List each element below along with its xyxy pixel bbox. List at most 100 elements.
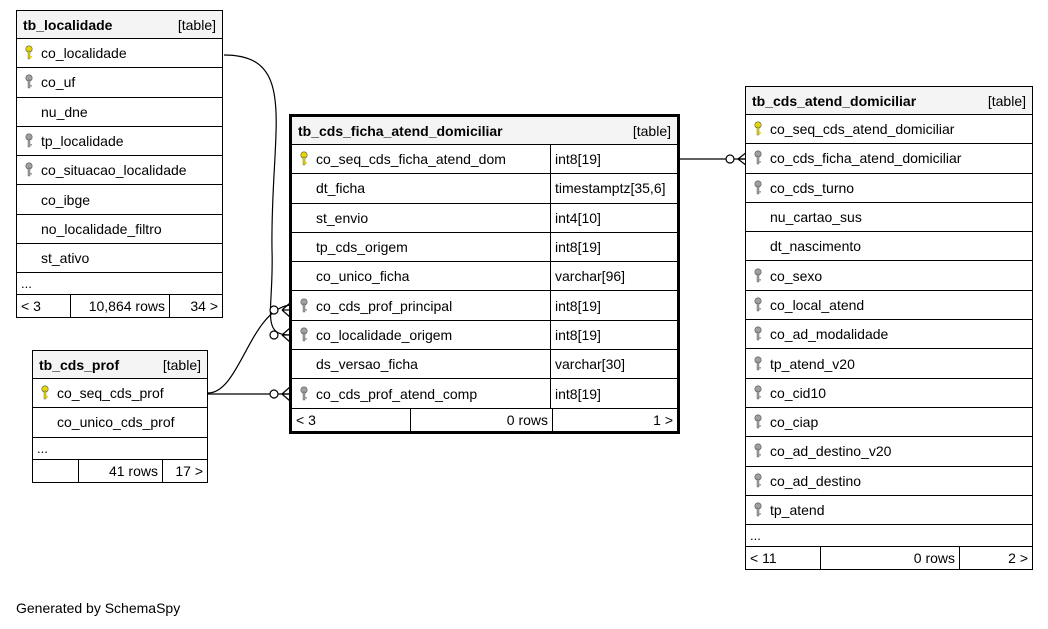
column-row[interactable]: co_ad_destino	[746, 467, 1032, 496]
column-name: co_cds_turno	[770, 179, 855, 196]
column-name: dt_ficha	[316, 180, 366, 197]
column-row[interactable]: no_localidade_filtro	[17, 215, 222, 245]
column-name: co_cds_prof_principal	[316, 297, 453, 314]
column-type: int8[19]	[550, 291, 677, 320]
column-row[interactable]: st_ativo	[17, 244, 222, 274]
table-tb-cds-prof[interactable]: tb_cds_prof [table] co_seq_cds_prof co_unic…	[32, 350, 208, 483]
foreign-key-icon	[746, 356, 770, 372]
column-type: varchar[30]	[550, 350, 677, 379]
column-name: co_cds_ficha_atend_domiciliar	[770, 150, 962, 167]
foreign-key-icon	[292, 327, 316, 343]
table-kind: [table]	[177, 16, 216, 33]
foreign-key-icon	[746, 473, 770, 489]
column-row[interactable]: co_localidade	[17, 39, 222, 69]
table-name: tb_cds_atend_domiciliar	[752, 92, 917, 109]
column-row[interactable]: nu_dne	[17, 98, 222, 127]
row-count: 10,864 rows	[71, 295, 170, 318]
foreign-key-icon	[746, 414, 770, 430]
table-header[interactable]: tb_cds_atend_domiciliar[table]	[746, 87, 1032, 115]
column-row[interactable]: nu_cartao_sus	[746, 203, 1032, 233]
column-name: co_unico_ficha	[316, 268, 410, 285]
foreign-key-icon	[746, 180, 770, 196]
children-link[interactable]: 1 >	[653, 411, 673, 428]
column-row[interactable]: co_cds_turno	[746, 174, 1032, 203]
parents-link[interactable]	[33, 459, 79, 482]
column-row[interactable]: co_local_atend	[746, 291, 1032, 321]
column-row[interactable]: dt_nascimento	[746, 232, 1032, 262]
column-row[interactable]: co_ibge	[17, 185, 222, 215]
primary-key-icon	[292, 151, 316, 167]
column-name: co_situacao_localidade	[41, 162, 187, 179]
table-header[interactable]: tb_cds_ficha_atend_domiciliar[table]	[292, 117, 677, 145]
column-row[interactable]: tp_atend	[746, 496, 1032, 526]
column-row[interactable]: tp_atend_v20	[746, 349, 1032, 379]
table-name: tb_cds_prof	[39, 356, 120, 373]
column-row[interactable]: co_seq_cds_prof	[33, 379, 207, 409]
column-row[interactable]: co_ad_modalidade	[746, 320, 1032, 350]
column-name: tp_localidade	[41, 133, 124, 150]
children-link[interactable]: 2 >	[1008, 550, 1028, 567]
column-row[interactable]: co_unico_ficha varchar[96]	[292, 262, 677, 292]
column-name: dt_nascimento	[770, 238, 862, 255]
column-name: co_cid10	[770, 384, 827, 401]
foreign-key-icon	[746, 443, 770, 459]
row-count: 0 rows	[411, 408, 553, 431]
parents-link[interactable]: < 3	[17, 295, 71, 318]
column-name: co_uf	[41, 74, 76, 91]
column-row[interactable]: co_situacao_localidade	[17, 156, 222, 186]
column-row[interactable]: co_sexo	[746, 261, 1032, 291]
column-name: tp_atend	[770, 502, 825, 518]
column-row[interactable]: tp_localidade	[17, 127, 222, 157]
column-name: co_ad_destino	[770, 472, 862, 489]
column-name: tp_atend_v20	[770, 355, 855, 372]
foreign-key-icon	[746, 326, 770, 342]
column-name: co_localidade	[41, 45, 127, 62]
column-row[interactable]: co_cds_ficha_atend_domiciliar	[746, 144, 1032, 174]
column-name: st_envio	[316, 209, 369, 226]
column-row[interactable]: co_seq_cds_atend_domiciliar	[746, 115, 1032, 145]
more-columns[interactable]: ...	[33, 438, 207, 460]
generated-by-credit: Generated by SchemaSpy	[16, 600, 181, 616]
column-row[interactable]: co_ad_destino_v20	[746, 437, 1032, 467]
crowfoot-markers	[269, 151, 748, 402]
primary-key-icon	[746, 121, 770, 137]
column-name: co_local_atend	[770, 296, 865, 313]
column-name: co_sexo	[770, 267, 823, 284]
column-name: co_seq_cds_prof	[57, 385, 164, 402]
table-tb-cds-atend-domiciliar[interactable]: tb_cds_atend_domiciliar[table]co_seq_cds…	[745, 86, 1033, 571]
column-type: varchar[96]	[550, 262, 677, 291]
table-header[interactable]: tb_localidade[table]	[17, 11, 222, 39]
column-row[interactable]: co_ciap	[746, 408, 1032, 438]
parents-link[interactable]: < 3	[292, 408, 411, 431]
column-row[interactable]: co_uf	[17, 68, 222, 98]
column-name: co_cds_prof_atend_comp	[316, 385, 478, 402]
more-columns[interactable]: ...	[17, 273, 222, 296]
children-link[interactable]: 17 >	[175, 462, 203, 479]
parents-link[interactable]: < 11	[746, 547, 821, 570]
foreign-key-icon	[17, 133, 41, 149]
column-row[interactable]: co_cds_prof_principal int8[19]	[292, 291, 677, 321]
column-name: co_unico_cds_prof	[57, 414, 175, 431]
column-name: tp_cds_origem	[316, 239, 408, 256]
more-columns[interactable]: ...	[746, 525, 1032, 548]
table-kind: [table]	[632, 122, 671, 139]
table-header[interactable]: tb_cds_prof [table]	[33, 351, 207, 379]
table-tb-cds-ficha-atend-domiciliar[interactable]: tb_cds_ficha_atend_domiciliar[table]co_s…	[289, 114, 680, 434]
table-kind: [table]	[162, 356, 201, 373]
column-row[interactable]: co_unico_cds_prof	[33, 408, 207, 438]
foreign-key-icon	[746, 385, 770, 401]
column-row[interactable]: co_cid10	[746, 379, 1032, 408]
children-link[interactable]: 34 >	[190, 298, 218, 315]
